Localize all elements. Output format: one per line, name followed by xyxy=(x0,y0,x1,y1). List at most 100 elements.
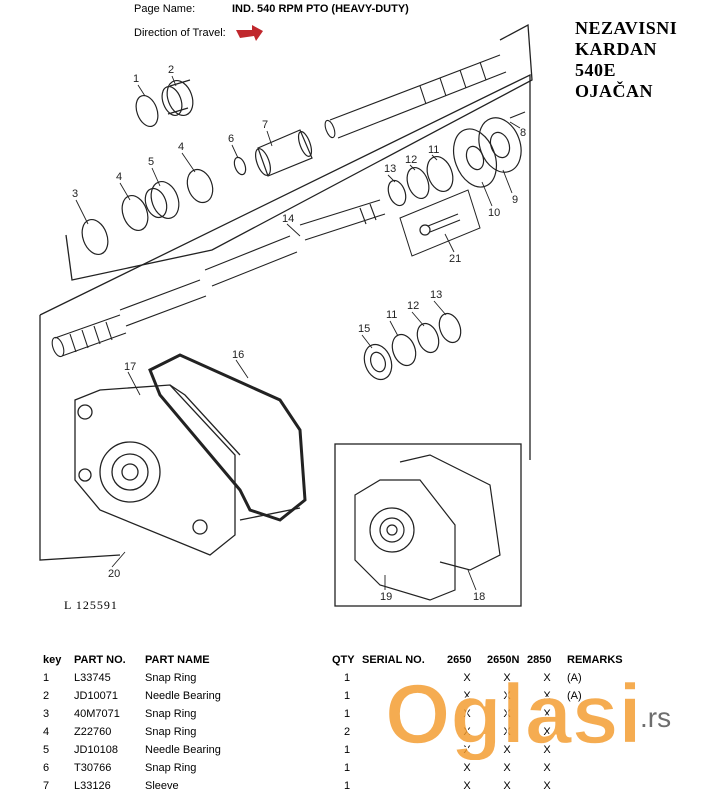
stamp-line: OJAČAN xyxy=(575,81,653,101)
cell-part-name: Snap Ring xyxy=(145,762,197,774)
cell-key: 3 xyxy=(43,708,50,720)
column-header: key xyxy=(43,654,62,666)
stamp-text: NEZAVISNI KARDAN 540E OJAČAN xyxy=(575,18,677,102)
cell-2650n: X xyxy=(503,780,511,792)
cell-remarks xyxy=(567,777,627,795)
lower-bearing-set xyxy=(363,312,462,381)
column-header: 2650 xyxy=(447,654,472,666)
callout-label: 1 xyxy=(133,73,139,85)
cell-2850: X xyxy=(543,762,551,774)
cell-2850: X xyxy=(543,744,551,756)
cell-qty: 1 xyxy=(343,780,351,792)
snap-ring-part xyxy=(135,94,159,128)
cell-2650n: X xyxy=(503,672,511,684)
column-header: 2650N xyxy=(487,654,520,666)
column-header: QTY xyxy=(332,654,355,666)
cell-key: 5 xyxy=(43,744,50,756)
cell-2650: X xyxy=(463,690,471,702)
snap-ring-part xyxy=(186,168,214,204)
column-header: PART NAME xyxy=(145,654,210,666)
stamp-line: KARDAN xyxy=(575,39,657,59)
callout-label: 6 xyxy=(228,133,234,145)
cell-qty: 2 xyxy=(343,726,351,738)
oglasi-watermark-logo: Oglasi .rs xyxy=(385,666,671,760)
cell-2850: X xyxy=(543,780,551,792)
stamp-line: NEZAVISNI xyxy=(575,18,678,38)
cell-part-no: T30766 xyxy=(74,762,112,774)
cell-serial xyxy=(362,777,447,795)
cell-2650: X xyxy=(463,726,471,738)
callout-label: 20 xyxy=(108,568,120,580)
cell-key: 4 xyxy=(43,726,50,738)
cell-part-no: L33745 xyxy=(74,672,111,684)
cell-2650n: X xyxy=(503,690,511,702)
callout-label: 21 xyxy=(449,253,461,265)
cell-2650n: X xyxy=(503,762,511,774)
cell-part-name: Snap Ring xyxy=(145,726,197,738)
callout-label: 10 xyxy=(488,207,500,219)
cell-qty: 1 xyxy=(343,708,351,720)
table-row: 1 L33745 Snap Ring 1 X X X (A) xyxy=(40,669,627,687)
callout-label: 12 xyxy=(405,154,417,166)
cell-key: 7 xyxy=(43,780,50,792)
cell-remarks xyxy=(567,759,627,777)
table-row: 3 40M7071 Snap Ring 1 X X X xyxy=(40,705,627,723)
cell-qty: 1 xyxy=(343,672,351,684)
cell-remarks: (A) xyxy=(567,672,582,684)
cell-qty: 1 xyxy=(343,744,351,756)
callout-label: 4 xyxy=(178,141,184,153)
callout-label: 4 xyxy=(116,171,122,183)
cell-serial xyxy=(362,759,447,777)
callout-label: 8 xyxy=(520,127,526,139)
callout-label: 5 xyxy=(148,156,154,168)
direction-arrow-icon xyxy=(236,25,263,41)
cell-part-name: Needle Bearing xyxy=(145,744,221,756)
cell-part-no: Z22760 xyxy=(74,726,112,738)
cell-part-name: Snap Ring xyxy=(145,708,197,720)
cell-part-name: Snap Ring xyxy=(145,672,197,684)
snap-ring-part xyxy=(233,156,247,176)
stamp-line: 540E xyxy=(575,60,617,80)
inset-housing xyxy=(354,454,501,601)
cell-2650n: X xyxy=(503,726,511,738)
cell-part-name: Needle Bearing xyxy=(145,690,221,702)
cell-part-no: JD10071 xyxy=(74,690,119,702)
callout-label: 2 xyxy=(168,64,174,76)
page-name-label: Page Name: xyxy=(134,3,196,15)
cell-2850: X xyxy=(543,708,551,720)
callout-label: 17 xyxy=(124,361,136,373)
table-row: 4 Z22760 Snap Ring 2 X X X xyxy=(40,723,627,741)
callout-label: 13 xyxy=(384,163,396,175)
cell-2650: X xyxy=(463,762,471,774)
column-header: REMARKS xyxy=(567,654,623,666)
column-header: 2850 xyxy=(527,654,552,666)
cell-key: 1 xyxy=(43,672,50,684)
callout-label: 16 xyxy=(232,349,244,361)
cell-part-no: L33126 xyxy=(74,780,111,792)
cell-part-no: 40M7071 xyxy=(74,708,120,720)
sleeve-part xyxy=(255,129,313,177)
table-row: 2 JD10071 Needle Bearing 1 X X X (A) xyxy=(40,687,627,705)
cell-2650n: X xyxy=(503,708,511,720)
cell-2650: X xyxy=(463,708,471,720)
cell-2650: X xyxy=(463,744,471,756)
callout-label: 15 xyxy=(358,323,370,335)
cell-part-name: Sleeve xyxy=(145,780,179,792)
table-row: 6 T30766 Snap Ring 1 X X X xyxy=(40,759,627,777)
callout-label: 18 xyxy=(473,591,485,603)
callout-label: 11 xyxy=(386,309,397,321)
cell-2850: X xyxy=(543,690,551,702)
needle-bearing-part xyxy=(161,79,194,117)
housing-part xyxy=(74,384,241,556)
table-row: 7 L33126 Sleeve 1 X X X xyxy=(40,777,627,795)
callout-label: 11 xyxy=(428,144,439,156)
output-shaft-upper xyxy=(324,54,507,139)
cell-remarks: (A) xyxy=(567,690,582,702)
cell-qty: 1 xyxy=(343,690,351,702)
cell-2650n: X xyxy=(503,744,511,756)
gasket-part xyxy=(148,353,307,522)
callout-label: 3 xyxy=(72,188,78,200)
figure-reference-code: L 125591 xyxy=(64,598,118,612)
snap-ring-part xyxy=(121,194,149,232)
cell-key: 2 xyxy=(43,690,50,702)
